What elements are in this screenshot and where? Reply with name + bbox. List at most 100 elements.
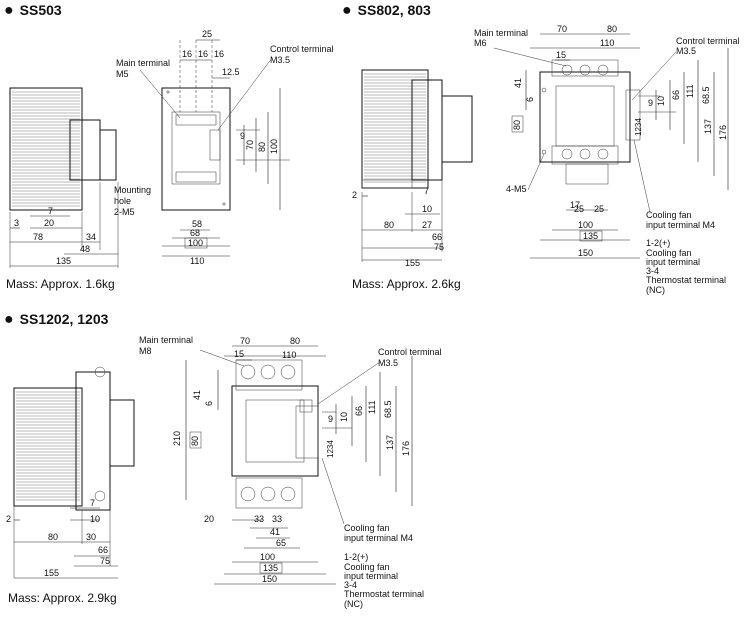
ss802-cooling-fan-label: Cooling fan xyxy=(646,210,692,220)
ss802-dim-2: 2 xyxy=(352,190,357,200)
ss802-dim-150: 150 xyxy=(578,248,593,258)
ss503-dim-58: 58 xyxy=(192,219,202,229)
ss1202-cooling-fan-label-2: input terminal M4 xyxy=(344,533,413,543)
ss802-dim-75: 75 xyxy=(434,242,444,252)
ss802-dim-25a: 25 xyxy=(574,204,584,214)
ss1202-dim-6: 6 xyxy=(204,401,214,406)
ss802-control-terminal-label: Control terminal xyxy=(676,36,740,46)
ss802-legend-1-2: 1-2(+) xyxy=(646,238,670,248)
ss503-dim-110: 110 xyxy=(190,256,204,266)
ss503-mounting-hole-label-2: hole xyxy=(114,196,131,206)
ss1202-dim-80: 80 xyxy=(290,336,300,346)
ss802-dim-100: 100 xyxy=(578,220,593,230)
ss802-legend-3-4-text: Thermostat terminal xyxy=(646,275,726,285)
ss503-front-view: 25 16 16 16 12.5 9 70 80 100 58 68 100 1… xyxy=(114,29,334,266)
ss802-legend-3-4: 3-4 xyxy=(646,266,659,276)
ss1202-dim-9: 9 xyxy=(328,414,333,424)
ss503-dim-12-5: 12.5 xyxy=(222,67,240,77)
ss1202-dim-30: 30 xyxy=(86,532,96,542)
ss503-control-terminal-label: Control terminal xyxy=(270,44,334,54)
ss1202-dim-33b: 33 xyxy=(272,514,282,524)
ss1202-dim-135: 135 xyxy=(263,563,278,573)
ss503-dim-135: 135 xyxy=(56,256,71,266)
ss1202-dim-100: 100 xyxy=(260,552,275,562)
ss802-dim-80v: 80 xyxy=(512,120,522,130)
ss802-dim-110: 110 xyxy=(600,38,614,48)
ss503-control-terminal-size: M3.5 xyxy=(270,55,290,65)
ss503-dim-100v: 100 xyxy=(269,139,279,154)
ss802-dim-80: 80 xyxy=(607,24,617,34)
ss1202-dim-33a: 33 xyxy=(254,514,264,524)
ss1202-dim-80: 80 xyxy=(48,532,58,542)
ss1202-dim-10: 10 xyxy=(90,514,100,524)
bullet-icon: ● xyxy=(4,311,14,328)
ss802-dim-176: 176 xyxy=(718,125,728,140)
ss802-main-terminal-size: M6 xyxy=(474,38,487,48)
section-title-ss503-text: SS503 xyxy=(19,2,62,18)
ss802-control-terminal-size: M3.5 xyxy=(676,46,696,56)
ss1202-cooling-fan-label: Cooling fan xyxy=(344,523,390,533)
ss1202-control-terminal-label: Control terminal xyxy=(378,347,442,357)
ss802-front-view: 70 80 110 15 41 6 80 9 10 66 111 68.5 13… xyxy=(474,24,740,295)
ss802-main-terminal-label: Main terminal xyxy=(474,28,528,38)
ss802-legend-3-4-text-2: (NC) xyxy=(646,285,665,295)
ss503-dim-34: 34 xyxy=(86,232,96,242)
ss1202-dim-111: 111 xyxy=(367,400,377,414)
ss503-dim-3: 3 xyxy=(14,218,19,228)
ss802-dim-17: 17 xyxy=(570,200,580,210)
ss802-dim-6: 6 xyxy=(525,97,535,102)
ss802-dim-10: 10 xyxy=(656,96,666,106)
ss503-dim-16b: 16 xyxy=(198,49,208,59)
ss1202-legend-3-4-text: Thermostat terminal xyxy=(344,589,424,599)
ss802-terminal-marks: 1234 xyxy=(634,118,643,136)
section-title-ss1202-text: SS1202, 1203 xyxy=(19,311,109,327)
ss1202-legend-1-2: 1-2(+) xyxy=(344,552,368,562)
ss1202-dim-65: 65 xyxy=(276,538,286,548)
ss802-dim-68-5: 68.5 xyxy=(701,86,711,104)
ss1202-dim-41b: 41 xyxy=(270,527,280,537)
ss1202-dim-75: 75 xyxy=(100,556,110,566)
ss1202-dim-41: 41 xyxy=(192,390,202,400)
ss503-mounting-hole-size: 2-M5 xyxy=(114,207,135,217)
ss503-dim-16a: 16 xyxy=(182,49,192,59)
section-title-ss802-text: SS802, 803 xyxy=(357,2,431,18)
ss1202-legend-1-2-text-2: input terminal xyxy=(344,571,398,581)
ss1202-dim-68-5: 68.5 xyxy=(383,400,393,418)
bullet-icon: ● xyxy=(4,2,14,19)
ss802-mounting-hole-size: 4-M5 xyxy=(506,184,527,194)
ss802-dim-66: 66 xyxy=(671,90,681,100)
ss802-cooling-fan-label-2: input terminal M4 xyxy=(646,220,715,230)
ss1202-dim-137: 137 xyxy=(385,435,395,450)
ss1202-legend-3-4-text-2: (NC) xyxy=(344,599,363,609)
ss802-dim-137: 137 xyxy=(703,119,713,134)
ss1202-legend-1-2-text: Cooling fan xyxy=(344,562,390,572)
section-title-ss1202: ● SS1202, 1203 xyxy=(4,311,108,329)
ss802-legend-1-2-text-2: input terminal xyxy=(646,257,700,267)
mass-ss1202: Mass: Approx. 2.9kg xyxy=(8,591,117,605)
ss1202-main-terminal-size: M8 xyxy=(139,346,152,356)
ss802-dim-41: 41 xyxy=(513,78,523,88)
ss503-side-view: 3 7 20 78 34 48 135 xyxy=(9,87,119,268)
ss1202-side-view: 2 7 10 80 30 66 75 155 xyxy=(6,366,135,579)
ss1202-dim-155: 155 xyxy=(44,568,59,578)
ss503-dim-9: 9 xyxy=(240,131,245,141)
ss1202-control-terminal-size: M3.5 xyxy=(378,358,398,368)
ss802-dim-7: 7 xyxy=(424,186,429,196)
ss802-dim-66: 66 xyxy=(432,232,442,242)
ss802-side-view: 2 7 10 80 27 66 75 155 xyxy=(352,69,473,268)
ss1202-dim-70: 70 xyxy=(240,336,250,346)
ss802-dim-15: 15 xyxy=(556,50,566,60)
ss503-dim-48: 48 xyxy=(80,244,90,254)
ss1202-legend-3-4: 3-4 xyxy=(344,580,357,590)
ss802-dim-80: 80 xyxy=(384,220,394,230)
ss503-dim-7: 7 xyxy=(48,206,53,216)
ss503-dim-80: 80 xyxy=(257,142,267,152)
ss802-dim-70: 70 xyxy=(557,24,567,34)
mass-ss503: Mass: Approx. 1.6kg xyxy=(6,277,115,291)
ss503-dim-100: 100 xyxy=(188,238,203,248)
ss802-dim-9: 9 xyxy=(648,98,653,108)
ss503-dim-16c: 16 xyxy=(214,49,224,59)
ss1202-front-view: 70 80 15 110 41 6 210 80 9 10 66 111 68.… xyxy=(139,335,442,609)
